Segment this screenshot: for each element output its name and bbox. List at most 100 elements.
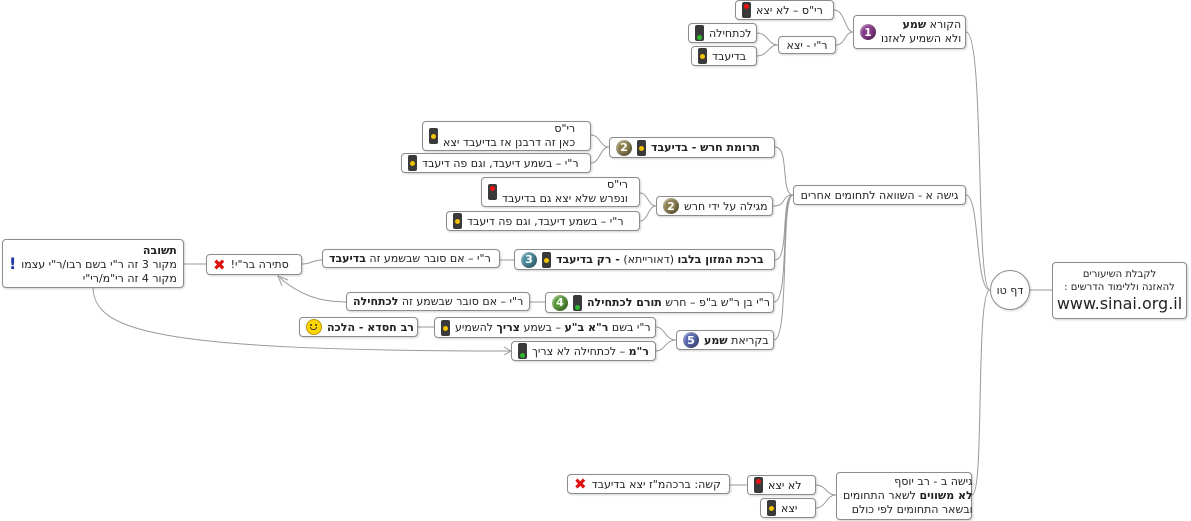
topic-1-bedieved-label: בדיעבד [712, 49, 747, 63]
halacha-node[interactable]: רב חסדא - הלכה [299, 317, 418, 337]
approach-b-line3: ובשאר התחומים לפי כולם [851, 503, 973, 516]
traffic-light-yellow-icon [542, 251, 551, 268]
approach-b-line2-bold: לא משווים [919, 489, 973, 502]
traffic-light-red-icon [742, 2, 751, 18]
traffic-light-yellow-icon [441, 319, 450, 336]
approach-b-no-node[interactable]: לא יצא [747, 475, 816, 495]
topic-2a-ry-label: ר"י – בשמע דיעבד, וגם פה דיעבד [422, 156, 579, 170]
topic-1-line1: הקורא [926, 18, 962, 31]
smiley-icon [306, 319, 322, 335]
topic-3-ry-bold: בדיעבד [329, 252, 366, 265]
traffic-light-red-icon [754, 477, 763, 493]
approach-b-question-node[interactable]: ✖ קשה: ברכהמ"ז יצא בדיעבד [567, 474, 730, 494]
topic-2a-node[interactable]: 2 תרומת חרש - בדיעבד [609, 137, 775, 158]
topic-1-node[interactable]: 1 הקורא שמע ולא השמיע לאזנו [853, 15, 966, 49]
central-topic-label: דף טו [996, 283, 1024, 297]
approach-b-no-label: לא יצא [768, 478, 802, 492]
topic-5-rm-bold: ר"מ [628, 344, 649, 358]
approach-b-line1: גישה ב - רב יוסף [894, 475, 973, 488]
topic-5-rm-node[interactable]: ר"מ – לכתחילה לא צריך [511, 341, 656, 361]
topic-5-ry-mid: – בשמע [519, 321, 565, 334]
central-topic[interactable]: דף טו [990, 270, 1030, 310]
topic-4-ry-node[interactable]: ר"י – אם סובר שבשמע זה לכתחילה [346, 292, 530, 311]
topic-1-line1-bold: שמע [902, 18, 927, 31]
topic-5-ry-pre: ר"י בשם [608, 321, 651, 334]
sinai-url[interactable]: www.sinai.org.il [1056, 293, 1183, 313]
approach-a-node[interactable]: גישה א - השוואה לתחומים אחרים [793, 185, 966, 205]
topic-1-line2: ולא השמיע לאזנו [881, 32, 962, 45]
number-5-icon: 5 [683, 332, 699, 348]
approach-b-yes-node[interactable]: יצא [760, 498, 816, 518]
topic-1-rs-label: רי"ס – לא יצא [756, 3, 823, 17]
topic-5-label: בקריאת [727, 333, 769, 347]
sinai-info-box[interactable]: לקבלת השיעורים להאזנה וללימוד הדרשים : w… [1052, 262, 1187, 319]
topic-1-lechatchila-label: לכתחילה [709, 26, 752, 40]
topic-5-ry-bold2: צריך [496, 321, 520, 334]
answer-line1: מקור 3 זה ר"י בשם רבו/ר"י עצמו [21, 258, 177, 271]
approach-b-line2: לשאר התחומים [843, 489, 920, 502]
answer-title: תשובה [142, 244, 177, 257]
topic-1-bedieved-node[interactable]: בדיעבד [691, 46, 757, 66]
topic-2b-ry-node[interactable]: ר"י – בשמע דיעבד, וגם פה דיעבד [446, 211, 640, 231]
topic-3-label-bold: ברכת המזון בלבו [677, 253, 764, 266]
traffic-light-yellow-icon [429, 128, 438, 144]
halacha-label: רב חסדא - הלכה [327, 320, 414, 334]
traffic-light-green-icon [695, 25, 704, 41]
traffic-light-red-icon [488, 184, 497, 200]
answer-line2: מקור 4 זה רי"מ/רי"י [82, 272, 177, 285]
topic-5-rm-label: – לכתחילה לא צריך [532, 344, 629, 358]
topic-4-label-bold: תורם לכתחילה [587, 296, 662, 309]
topic-4-ry-label: ר"י – אם סובר שבשמע זה [398, 295, 524, 308]
topic-2b-label: מגילה על ידי חרש [684, 199, 768, 213]
topic-2b-rs-node[interactable]: רי"ס ונפרש שלא יצא גם בדיעבד [481, 177, 640, 207]
topic-2a-rs-line1: רי"ס [554, 122, 576, 135]
sinai-line-2: להאזנה וללימוד הדרשים : [1064, 281, 1175, 293]
exclamation-icon: ! [9, 254, 17, 273]
topic-4-node[interactable]: 4 ר"י בן ר"ש ב"פ – חרש תורם לכתחילה [545, 292, 774, 313]
topic-2b-node[interactable]: 2 מגילה על ידי חרש [656, 196, 773, 216]
number-4-icon: 4 [552, 294, 568, 311]
number-2-icon: 2 [663, 198, 679, 214]
number-2-icon: 2 [616, 139, 632, 156]
topic-5-ry-bold: ר"א ב"ע [564, 321, 609, 334]
topic-4-ry-bold: לכתחילה [353, 295, 399, 308]
contradiction-label: סתירה בר"י! [230, 258, 289, 271]
traffic-light-yellow-icon [637, 139, 646, 156]
topic-3-ry-label: ר"י – אם סובר שבשמע זה [365, 252, 491, 265]
topic-1-lechatchila-node[interactable]: לכתחילה [688, 23, 757, 43]
sinai-line-1: לקבלת השיעורים [1082, 268, 1157, 280]
approach-b-yes-label: יצא [781, 501, 798, 515]
traffic-light-yellow-icon [767, 500, 776, 516]
traffic-light-yellow-icon [453, 213, 462, 229]
topic-5-ry-node[interactable]: ר"י בשם ר"א ב"ע – בשמע צריך להשמיע [434, 317, 656, 338]
topic-2a-ry-node[interactable]: ר"י – בשמע דיעבד, וגם פה דיעבד [401, 153, 591, 173]
number-1-icon: 1 [860, 24, 876, 40]
answer-node[interactable]: ! תשובה מקור 3 זה ר"י בשם רבו/ר"י עצמו מ… [2, 239, 184, 288]
red-x-icon: ✖ [213, 255, 226, 274]
topic-1-rs-node[interactable]: רי"ס – לא יצא [735, 0, 834, 20]
traffic-light-yellow-icon [698, 48, 707, 64]
topic-2a-rs-line2: כאן זה דרבנן אז בדיעבד יצא [443, 136, 576, 149]
number-3-icon: 3 [521, 251, 537, 268]
topic-2a-rs-node[interactable]: רי"ס כאן זה דרבנן אז בדיעבד יצא [422, 121, 591, 151]
approach-b-node[interactable]: גישה ב - רב יוסף לא משווים לשאר התחומים … [836, 472, 973, 520]
topic-2b-rs-line2: ונפרש שלא יצא גם בדיעבד [502, 192, 628, 205]
topic-1-ry-node[interactable]: ר"י - יצא [778, 36, 836, 54]
topic-3-node[interactable]: 3 ברכת המזון בלבו (דאורייתא) - רק בדיעבד [514, 249, 775, 270]
traffic-light-green-icon [518, 343, 527, 359]
topic-3-label-bold2: - רק בדיעבד [556, 253, 620, 266]
traffic-light-yellow-icon [408, 155, 417, 171]
contradiction-node[interactable]: ✖ סתירה בר"י! [206, 254, 302, 275]
topic-5-node[interactable]: 5 בקריאת שמע [676, 330, 774, 350]
topic-3-label-mid: (דאורייתא) [619, 253, 678, 266]
topic-4-label: ר"י בן ר"ש ב"פ – חרש [661, 296, 770, 309]
approach-b-question-label: קשה: ברכהמ"ז יצא בדיעבד [591, 477, 721, 491]
topic-1-ry-label: ר"י - יצא [786, 38, 828, 52]
topic-2b-ry-label: ר"י – בשמע דיעבד, וגם פה דיעבד [467, 214, 624, 228]
topic-5-label-bold: שמע [704, 333, 728, 347]
traffic-light-green-icon [573, 294, 582, 311]
topic-5-ry-post: להשמיע [455, 321, 497, 334]
topic-3-ry-node[interactable]: ר"י – אם סובר שבשמע זה בדיעבד [322, 249, 500, 268]
topic-2b-rs-line1: רי"ס [607, 178, 628, 191]
